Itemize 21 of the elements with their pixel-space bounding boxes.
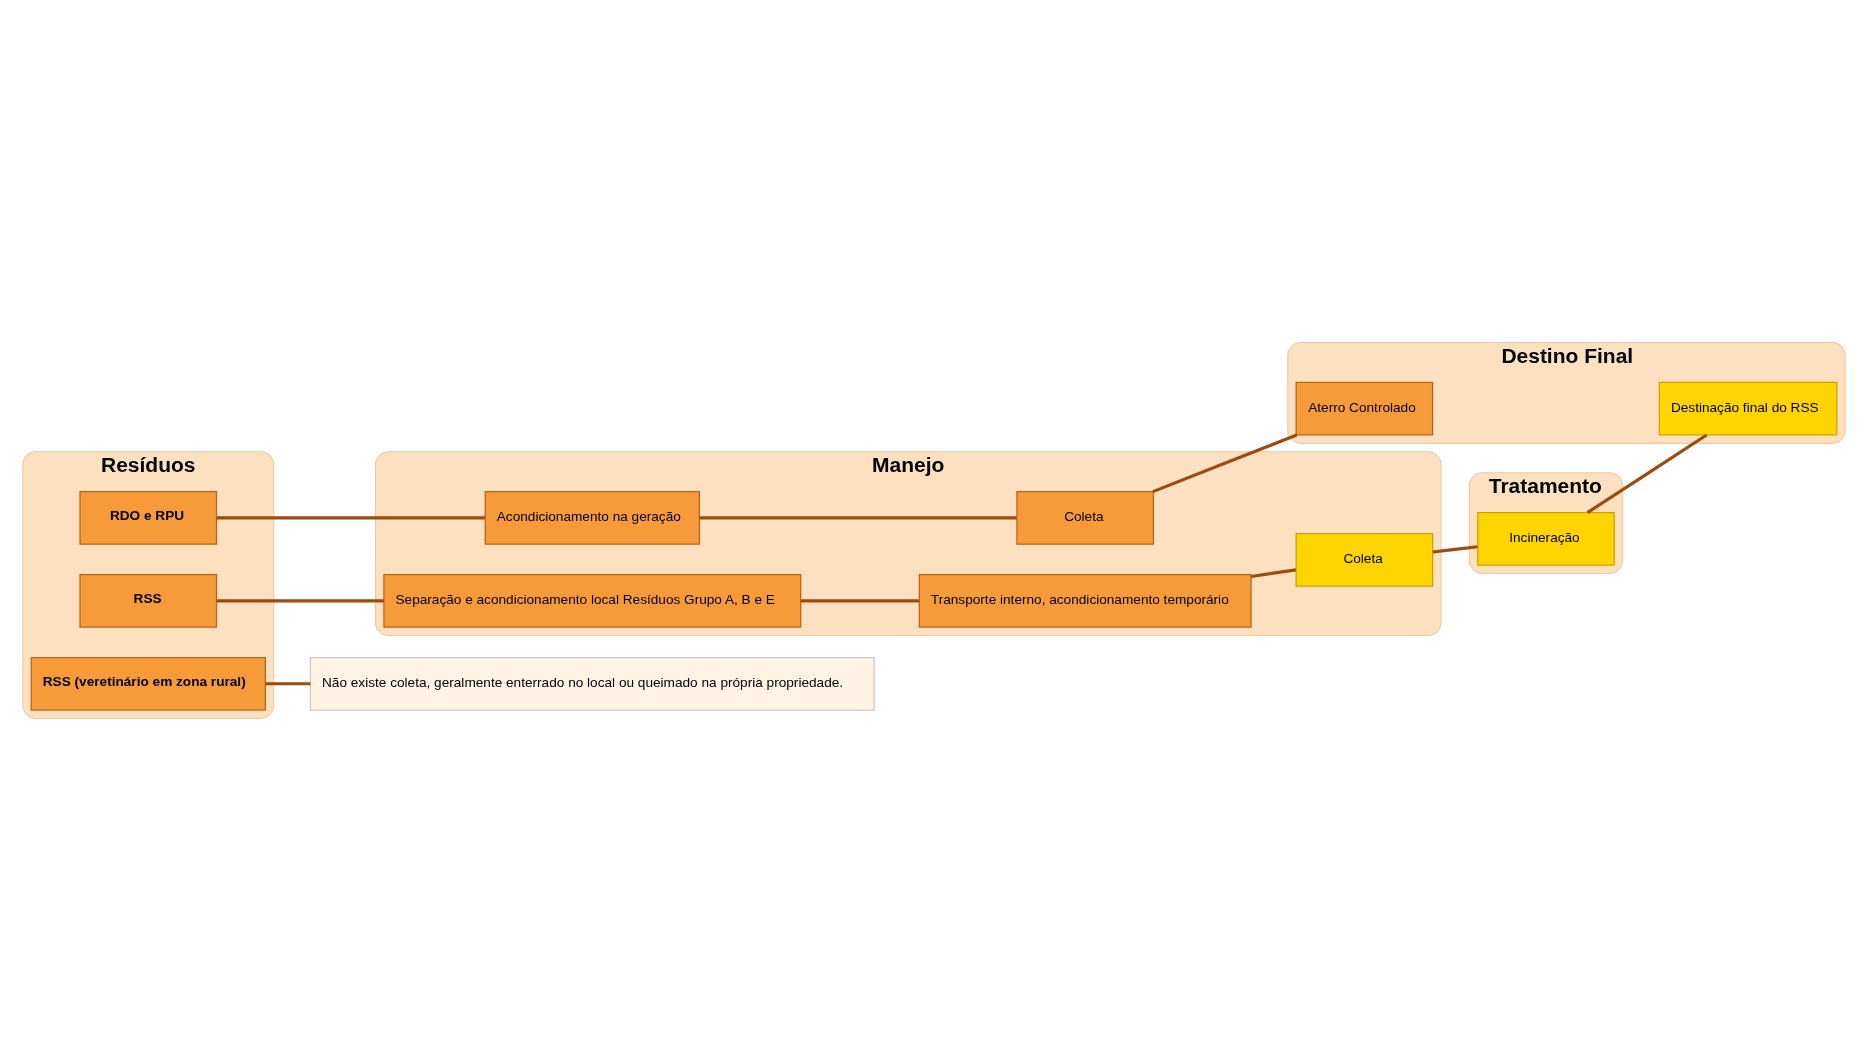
connector [1432,544,1478,554]
connector [1152,433,1298,493]
node-box: Incineração [1477,511,1615,566]
connector [216,515,485,519]
node-box: RSS [79,573,218,628]
node-box: Transporte interno, acondicionamento temporário [918,573,1252,628]
node-box: Acondicionamento na geração [484,490,700,545]
connector [265,681,311,685]
node-box: RDO e RPU [79,490,218,545]
connector [800,598,920,602]
node-box: Destinação final do RSS [1658,381,1838,436]
node-box: Aterro Controlado [1295,381,1434,436]
node-box: Separação e acondicionamento local Resíduos Grupo A, B e E [383,573,802,628]
connector [1586,433,1708,514]
node-box: Coleta [1016,490,1155,545]
node-box: Coleta [1295,532,1434,587]
connector [216,598,384,602]
connector [699,515,1017,519]
node-box: Não existe coleta, geralmente enterrado no local ou queimado na própria propriedade. [309,656,875,711]
node-box: RSS (veretinário em zona rural) [30,656,266,711]
connector [1250,567,1297,578]
